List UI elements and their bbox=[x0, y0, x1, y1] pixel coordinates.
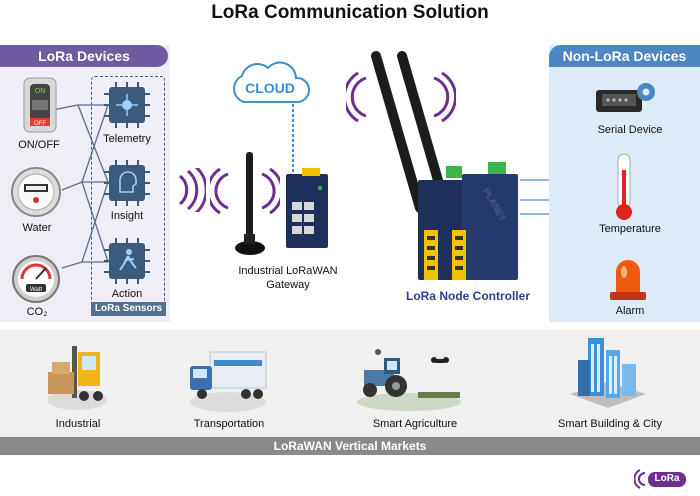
svg-text:OFF: OFF bbox=[34, 121, 46, 127]
device-label-onoff: ON/OFF bbox=[18, 139, 60, 151]
gateway-signal-icon bbox=[210, 168, 280, 214]
device-label-temperature: Temperature bbox=[599, 223, 661, 235]
water-meter-icon bbox=[11, 167, 61, 217]
diagram-title: LoRa Communication Solution bbox=[211, 2, 489, 23]
lora-badge-label: LoRa bbox=[654, 473, 680, 484]
lora-sensors-label: LoRa Sensors bbox=[91, 302, 166, 316]
lora-devices-header: LoRa Devices bbox=[0, 45, 168, 67]
telemetry-chip-icon bbox=[104, 82, 150, 128]
industrial-forklift-icon bbox=[47, 346, 107, 410]
insight-chip-icon bbox=[104, 160, 150, 206]
alarm-light-icon bbox=[610, 260, 646, 300]
signal-waves-icon bbox=[178, 168, 206, 212]
gateway-antenna-icon bbox=[235, 152, 265, 255]
action-chip-icon bbox=[104, 238, 150, 284]
device-label-co2: CO₂ bbox=[26, 306, 48, 318]
lora-logo-icon bbox=[634, 469, 686, 489]
market-label-transportation: Transportation bbox=[193, 418, 265, 430]
thermometer-icon bbox=[616, 153, 632, 220]
smart-building-city-icon bbox=[570, 338, 646, 408]
svg-text:ON: ON bbox=[35, 88, 46, 95]
vertical-markets-footer: LoRaWAN Vertical Markets bbox=[0, 437, 700, 455]
gateway-label-line2: Gateway bbox=[266, 279, 310, 291]
gateway-device-icon bbox=[286, 168, 328, 248]
line-cross-4 bbox=[81, 181, 109, 263]
device-label-water: Water bbox=[22, 222, 52, 234]
cloud-label: CLOUD bbox=[245, 80, 295, 96]
svg-text:Watt: Watt bbox=[30, 287, 42, 293]
line-cross-1 bbox=[81, 104, 109, 183]
gateway-label-line1: Industrial LoRaWAN bbox=[238, 265, 338, 277]
co2-gauge-icon: Watt bbox=[12, 255, 60, 303]
market-label-smart-building-city: Smart Building & City bbox=[558, 418, 662, 430]
market-label-industrial: Industrial bbox=[55, 418, 101, 430]
switch-icon: ON OFF bbox=[23, 77, 57, 133]
non-lora-devices-header: Non-LoRa Devices bbox=[549, 45, 700, 67]
node-controller-label: LoRa Node Controller bbox=[405, 289, 530, 303]
node-controller-icon: PLANET bbox=[418, 162, 518, 280]
sensor-label-action: Action bbox=[111, 288, 143, 300]
market-label-smart-agriculture: Smart Agriculture bbox=[372, 418, 458, 430]
cloud-icon bbox=[233, 61, 310, 103]
sensor-label-insight: Insight bbox=[110, 210, 144, 222]
device-label-serial: Serial Device bbox=[597, 124, 663, 136]
node-signal-icon bbox=[346, 72, 456, 122]
smart-agriculture-tractor-icon bbox=[357, 349, 461, 411]
device-label-alarm: Alarm bbox=[615, 305, 645, 317]
serial-device-icon bbox=[596, 83, 655, 112]
sensor-label-telemetry: Telemetry bbox=[103, 133, 151, 145]
transportation-truck-icon bbox=[190, 351, 267, 412]
line-cross-3 bbox=[77, 104, 109, 183]
